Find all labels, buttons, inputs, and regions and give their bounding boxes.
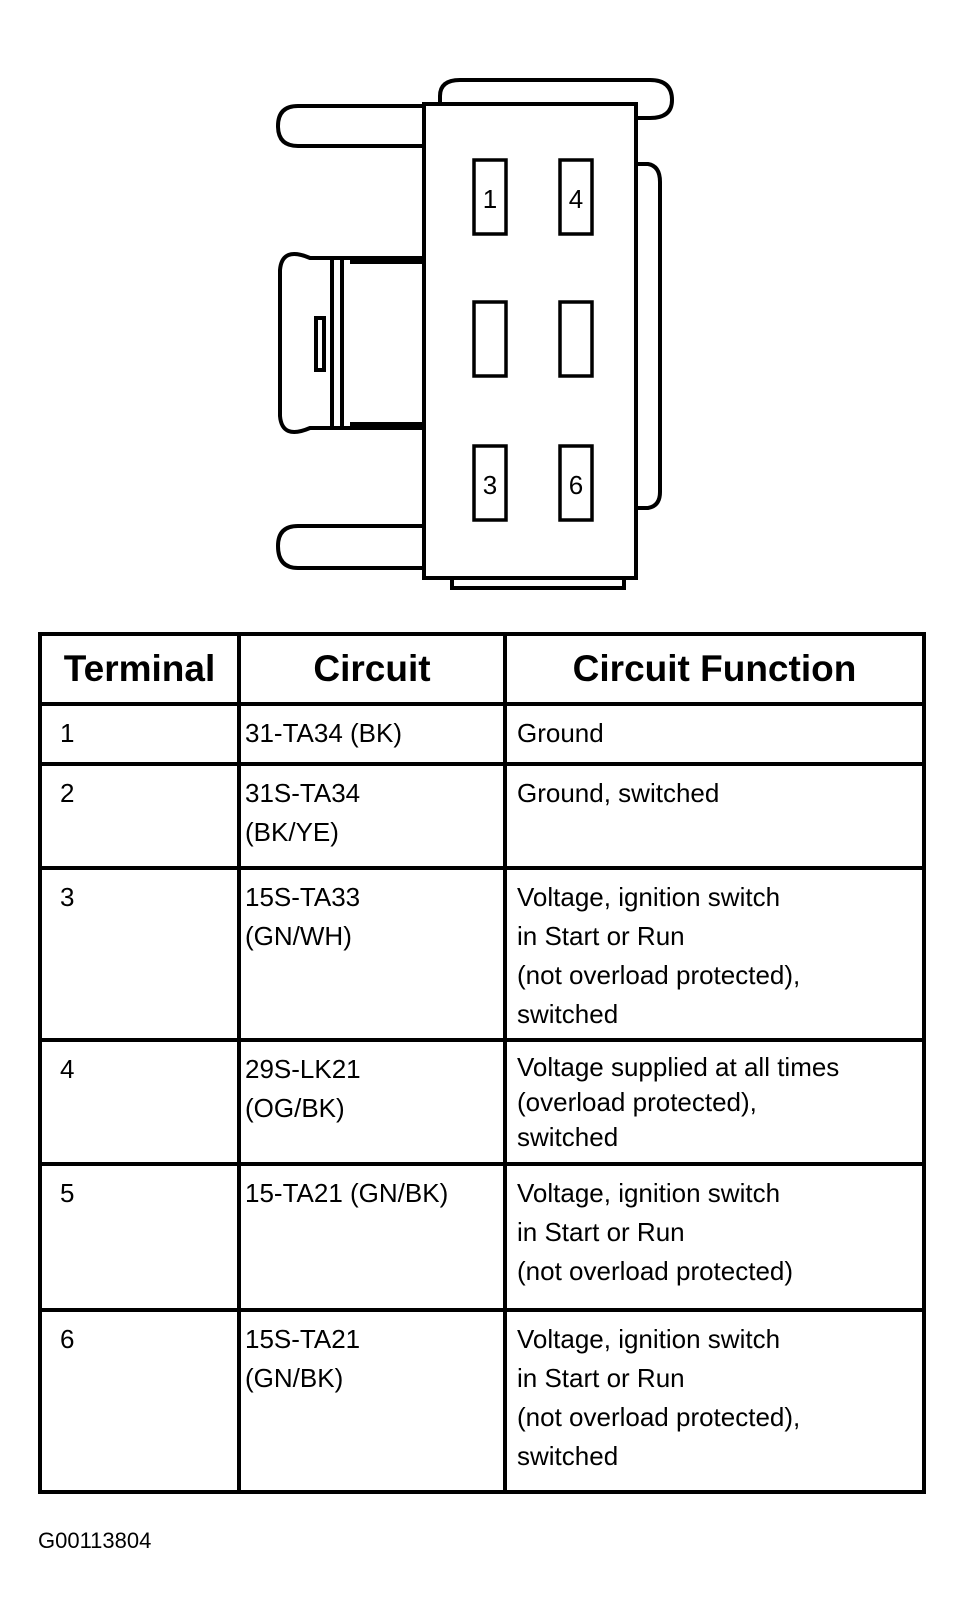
pinout-table: Terminal Circuit Circuit Function 1 31-T… [38,632,926,1494]
pin-label-1: 1 [483,184,497,214]
pin-cavity-3 [472,444,508,522]
figure-id: G00113804 [38,1528,152,1553]
terminal-cell: 1 [38,702,241,766]
terminal-cell: 2 [38,762,241,870]
left-lock-clip-inner [330,256,344,430]
left-lock-tab [314,316,326,372]
terminal-cell: 5 [38,1162,241,1312]
right-rail [636,162,662,510]
top-tab [438,78,675,120]
function-cell: Ground [503,702,926,766]
terminal-cell: 6 [38,1308,241,1494]
pin-label-3: 3 [483,470,497,500]
terminal-cell: 4 [38,1038,241,1166]
pin-cavity-4 [558,158,594,236]
function-cell: Voltage supplied at all times (overload … [503,1038,926,1166]
circuit-cell: 15-TA21 (GN/BK) [237,1162,507,1312]
pin-cavity-5 [558,300,594,378]
header-circuit: Circuit [237,632,507,706]
lower-left-latch [275,524,426,570]
table-header-row: Terminal Circuit Circuit Function [38,632,926,706]
table-row: 5 15-TA21 (GN/BK) Voltage, ignition swit… [38,1162,926,1312]
bottom-tab [450,578,626,590]
pin-cavity-1 [472,158,508,236]
pin-cavity-2 [472,300,508,378]
circuit-cell: 15S-TA21 (GN/BK) [237,1308,507,1494]
left-lock-clip [278,252,426,434]
function-cell: Voltage, ignition switch in Start or Run… [503,1162,926,1312]
header-terminal: Terminal [38,632,241,706]
connector-body [422,102,638,580]
circuit-cell: 31S-TA34 (BK/YE) [237,762,507,870]
upper-left-latch [275,104,426,148]
table-row: 6 15S-TA21 (GN/BK) Voltage, ignition swi… [38,1308,926,1494]
table-row: 3 15S-TA33 (GN/WH) Voltage, ignition swi… [38,866,926,1042]
connector-face-diagram: 1 4 3 6 [275,78,675,590]
circuit-cell: 31-TA34 (BK) [237,702,507,766]
pin-label-4: 4 [569,184,583,214]
pin-cavity-6 [558,444,594,522]
table-row: 4 29S-LK21 (OG/BK) Voltage supplied at a… [38,1038,926,1166]
table-row: 1 31-TA34 (BK) Ground [38,702,926,766]
terminal-cell: 3 [38,866,241,1042]
table-row: 2 31S-TA34 (BK/YE) Ground, switched [38,762,926,870]
pin-label-6: 6 [569,470,583,500]
function-cell: Voltage, ignition switch in Start or Run… [503,866,926,1042]
header-circuit-function: Circuit Function [503,632,926,706]
circuit-cell: 29S-LK21 (OG/BK) [237,1038,507,1166]
function-cell: Ground, switched [503,762,926,870]
function-cell: Voltage, ignition switch in Start or Run… [503,1308,926,1494]
circuit-cell: 15S-TA33 (GN/WH) [237,866,507,1042]
